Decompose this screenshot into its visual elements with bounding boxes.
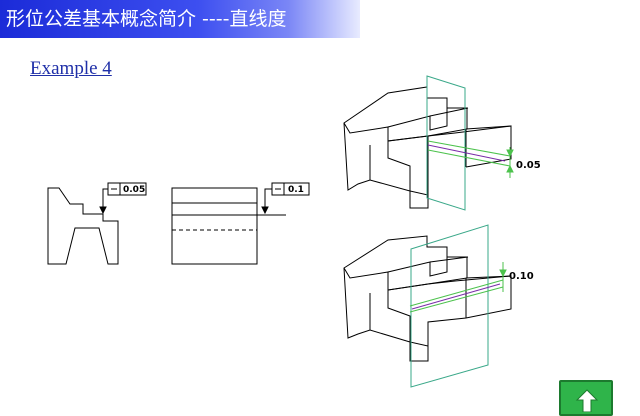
lower-iso-block (343, 235, 512, 362)
left-tolerance-value: 0.05 (123, 185, 145, 195)
upper-iso-tolerance-zone (427, 140, 514, 178)
upper-iso-tolerance-label: 0.05 (516, 160, 541, 171)
lower-iso-tolerance-zone (409, 262, 507, 313)
left-view-profile (47, 187, 119, 265)
middle-view-profile (171, 187, 286, 265)
page-title: 形位公差基本概念简介 ----直线度 (0, 0, 360, 38)
middle-tolerance-value: 0.1 (288, 185, 304, 195)
middle-feature-control-frame (271, 182, 310, 196)
middle-view-leader (261, 188, 272, 215)
up-arrow-icon (575, 389, 599, 412)
up-arrow-button[interactable] (559, 380, 613, 416)
lower-iso-tolerance-label: 0.10 (509, 271, 534, 282)
upper-iso-plane (426, 75, 466, 211)
example-label: Example 4 (30, 58, 112, 79)
left-feature-control-frame (107, 182, 147, 196)
left-view-leader (99, 188, 108, 215)
lower-iso-plane (410, 224, 489, 388)
upper-iso-block (343, 86, 512, 209)
